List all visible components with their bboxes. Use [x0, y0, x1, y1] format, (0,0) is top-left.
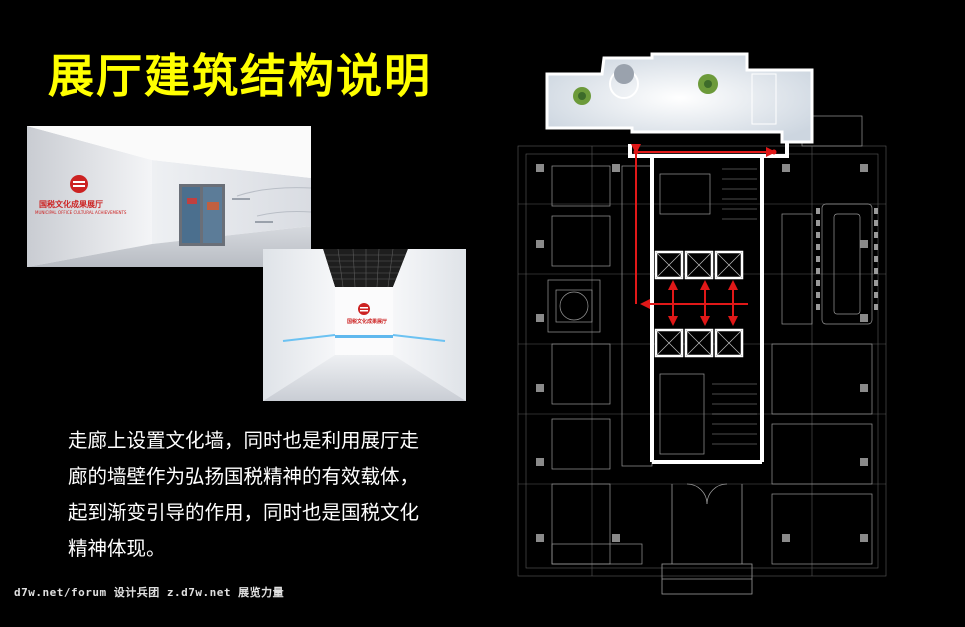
- floor-plan: [512, 44, 907, 604]
- corridor-sign-text: 国税文化成果展厅: [347, 318, 387, 325]
- slide-title: 展厅建筑结构说明: [48, 49, 432, 103]
- hall-sign-english: MUNICIPAL OFFICE CULTURAL ACHIEVEMENTS: [35, 210, 127, 215]
- hall-sign-text: 国税文化成果展厅: [39, 199, 103, 209]
- corridor-rendering-perspective: 国税文化成果展厅: [263, 249, 466, 401]
- watermark: d7w.net/forum 设计兵团 z.d7w.net 展览力量: [14, 586, 285, 599]
- description-text: 走廊上设置文化墙，同时也是利用展厅走廊的墙壁作为弘扬国税精神的有效载体，起到渐变…: [68, 429, 420, 560]
- corridor-rendering-entrance: 国税文化成果展厅 MUNICIPAL OFFICE CULTURAL ACHIE…: [27, 126, 311, 267]
